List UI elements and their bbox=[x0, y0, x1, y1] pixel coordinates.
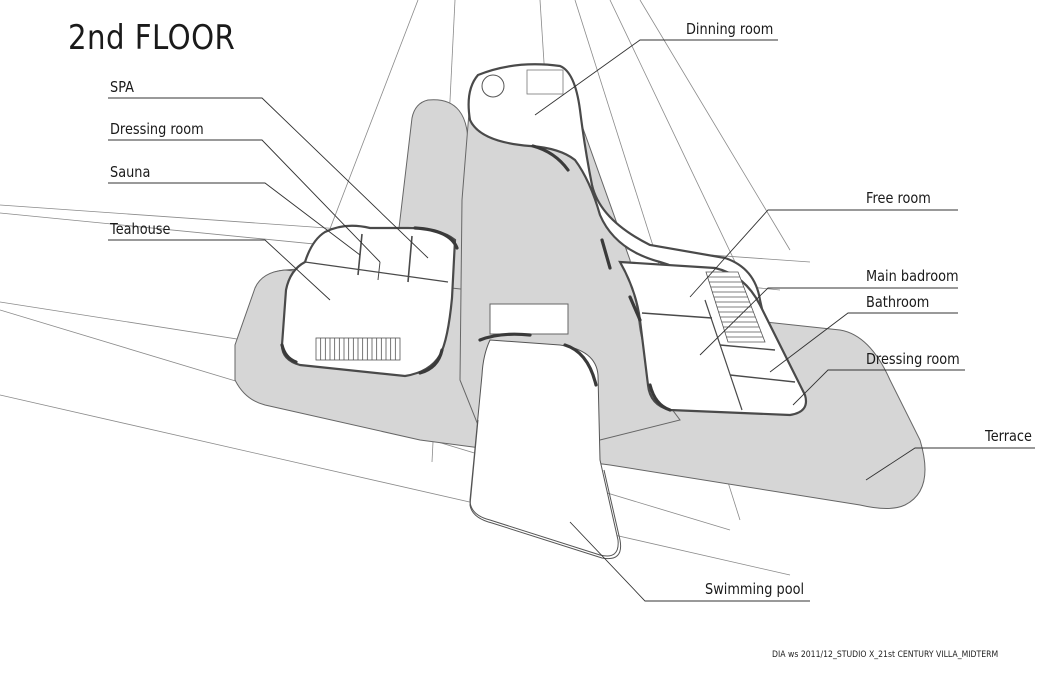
label-sauna: Sauna bbox=[110, 163, 151, 181]
label-spa: SPA bbox=[110, 78, 134, 96]
skylight bbox=[489, 303, 569, 335]
right-rooms bbox=[618, 260, 808, 417]
label-free-room: Free room bbox=[866, 189, 931, 207]
wall-accents bbox=[280, 144, 672, 412]
label-dressing-room-left: Dressing room bbox=[110, 120, 204, 138]
right-stair bbox=[705, 271, 766, 343]
label-teahouse: Teahouse bbox=[110, 220, 171, 238]
label-main-badroom: Main badroom bbox=[866, 267, 959, 285]
label-dinning-room: Dinning room bbox=[686, 20, 774, 38]
label-dressing-room-right: Dressing room bbox=[866, 350, 960, 368]
teahouse-stair bbox=[315, 337, 401, 361]
leader-lines bbox=[108, 39, 1035, 602]
page-title: 2nd FLOOR bbox=[68, 18, 236, 58]
swimming-pool bbox=[469, 303, 622, 560]
label-terrace: Terrace bbox=[985, 427, 1032, 445]
label-bathroom: Bathroom bbox=[866, 293, 930, 311]
label-swimming-pool: Swimming pool bbox=[705, 580, 805, 598]
credit-line: DIA ws 2011/12_STUDIO X_21st CENTURY VIL… bbox=[772, 650, 999, 660]
